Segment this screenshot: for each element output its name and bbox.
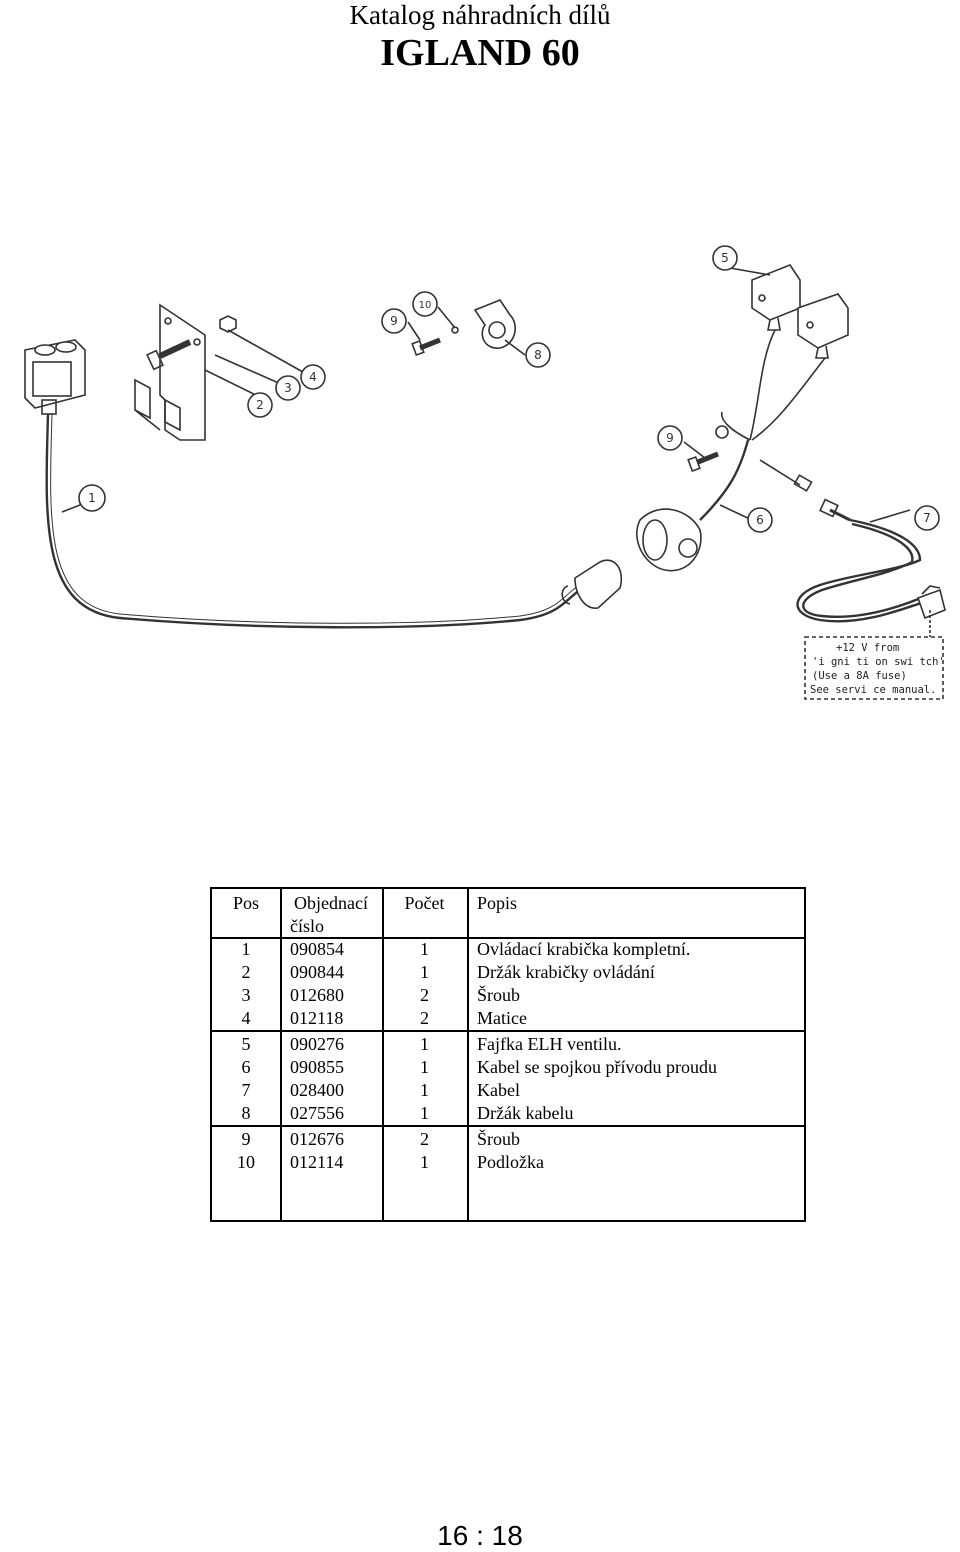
row-order-number: 090854 <box>290 939 344 959</box>
col-count <box>382 889 469 1220</box>
group-divider-2 <box>212 1125 804 1127</box>
row-count: 1 <box>420 1152 429 1172</box>
row-description: Držák kabelu <box>477 1103 574 1123</box>
row-order-number: 012680 <box>290 985 344 1005</box>
row-description: Kabel <box>477 1080 520 1100</box>
row-pos: 3 <box>241 985 251 1005</box>
header-order-line2: číslo <box>290 916 324 936</box>
callout-10: 10 <box>419 300 432 311</box>
bracket-part <box>134 303 206 441</box>
socket-plug-part <box>561 559 622 609</box>
row-description: Šroub <box>477 985 521 1005</box>
control-box-part <box>24 339 86 415</box>
callout-2: 2 <box>256 398 264 412</box>
callout-6: 6 <box>756 513 764 527</box>
row-description: Držák krabičky ovládání <box>477 962 655 982</box>
col-desc <box>467 889 804 1220</box>
row-description: Fajfka ELH ventilu. <box>477 1034 622 1054</box>
row-description: Matice <box>477 1008 527 1028</box>
row-pos: 9 <box>241 1129 251 1149</box>
row-pos: 4 <box>241 1008 251 1028</box>
row-count: 1 <box>420 962 429 982</box>
wiring-note: +12 V from 'i gni ti on swi tch' (Use a … <box>810 642 945 696</box>
header-order-line1: Objednací <box>294 893 368 913</box>
row-count: 1 <box>420 1103 429 1123</box>
row-count: 1 <box>420 1034 429 1054</box>
header-desc: Popis <box>477 893 518 913</box>
row-order-number: 012114 <box>290 1152 344 1172</box>
row-pos: 10 <box>237 1152 255 1172</box>
exploded-parts-drawing: 1 2 3 4 5 6 7 8 9 10 9 +12 V from 'i gni… <box>0 190 960 720</box>
callout-9: 9 <box>390 314 398 328</box>
callout-4: 4 <box>309 370 317 384</box>
row-order-number: 027556 <box>290 1103 344 1123</box>
row-order-number: 090276 <box>290 1034 344 1054</box>
row-pos: 1 <box>241 939 251 959</box>
valve-plug-part <box>751 264 849 359</box>
callout-9b: 9 <box>666 431 674 445</box>
row-count: 1 <box>420 1080 429 1100</box>
row-pos: 2 <box>241 962 251 982</box>
callout-3: 3 <box>284 381 292 395</box>
row-description: Podložka <box>477 1152 544 1172</box>
callout-7: 7 <box>923 511 931 525</box>
header-divider <box>212 937 804 939</box>
note-line-1: +12 V from <box>836 642 899 654</box>
row-count: 2 <box>420 1008 429 1028</box>
terminal-7-part <box>916 585 946 620</box>
callout-8: 8 <box>534 348 542 362</box>
catalog-title: IGLAND 60 <box>380 32 580 74</box>
row-description: Šroub <box>477 1129 521 1149</box>
row-count: 2 <box>420 1129 429 1149</box>
screw-part <box>146 339 192 371</box>
row-count: 1 <box>420 1057 429 1077</box>
header-pos: Pos <box>232 893 259 913</box>
group-divider-1 <box>212 1030 804 1032</box>
page-number: 16 : 18 <box>437 1520 523 1551</box>
row-pos: 6 <box>241 1057 251 1077</box>
col-order <box>280 889 384 1220</box>
header-count: Počet <box>404 893 445 913</box>
row-order-number: 028400 <box>290 1080 344 1100</box>
row-order-number: 012118 <box>290 1008 344 1028</box>
callout-labels: 1 2 3 4 5 6 7 8 9 10 9 <box>88 251 931 527</box>
note-line-3: (Use a 8A fuse) <box>812 670 907 682</box>
note-line-2: 'i gni ti on swi tch' <box>812 656 945 668</box>
row-count: 2 <box>420 985 429 1005</box>
catalog-subtitle: Katalog náhradních dílů <box>349 0 611 30</box>
callout-5: 5 <box>721 251 729 265</box>
row-pos: 8 <box>241 1103 251 1123</box>
row-order-number: 012676 <box>290 1129 344 1149</box>
connector-housing-part <box>636 508 702 572</box>
cable-clamp-part <box>473 299 516 349</box>
parts-table: Pos Objednací číslo Počet Popis 1 090854 1… <box>210 887 806 1222</box>
row-order-number: 090855 <box>290 1057 344 1077</box>
row-description: Ovládací krabička kompletní. <box>477 939 691 959</box>
callout-circles <box>78 245 940 533</box>
row-pos: 7 <box>241 1080 251 1100</box>
row-pos: 5 <box>241 1034 251 1054</box>
row-description: Kabel se spojkou přívodu proudu <box>477 1057 717 1077</box>
note-line-4: See servi ce manual. <box>810 684 936 696</box>
row-count: 1 <box>420 939 429 959</box>
row-order-number: 090844 <box>290 962 344 982</box>
callout-1: 1 <box>88 491 96 505</box>
